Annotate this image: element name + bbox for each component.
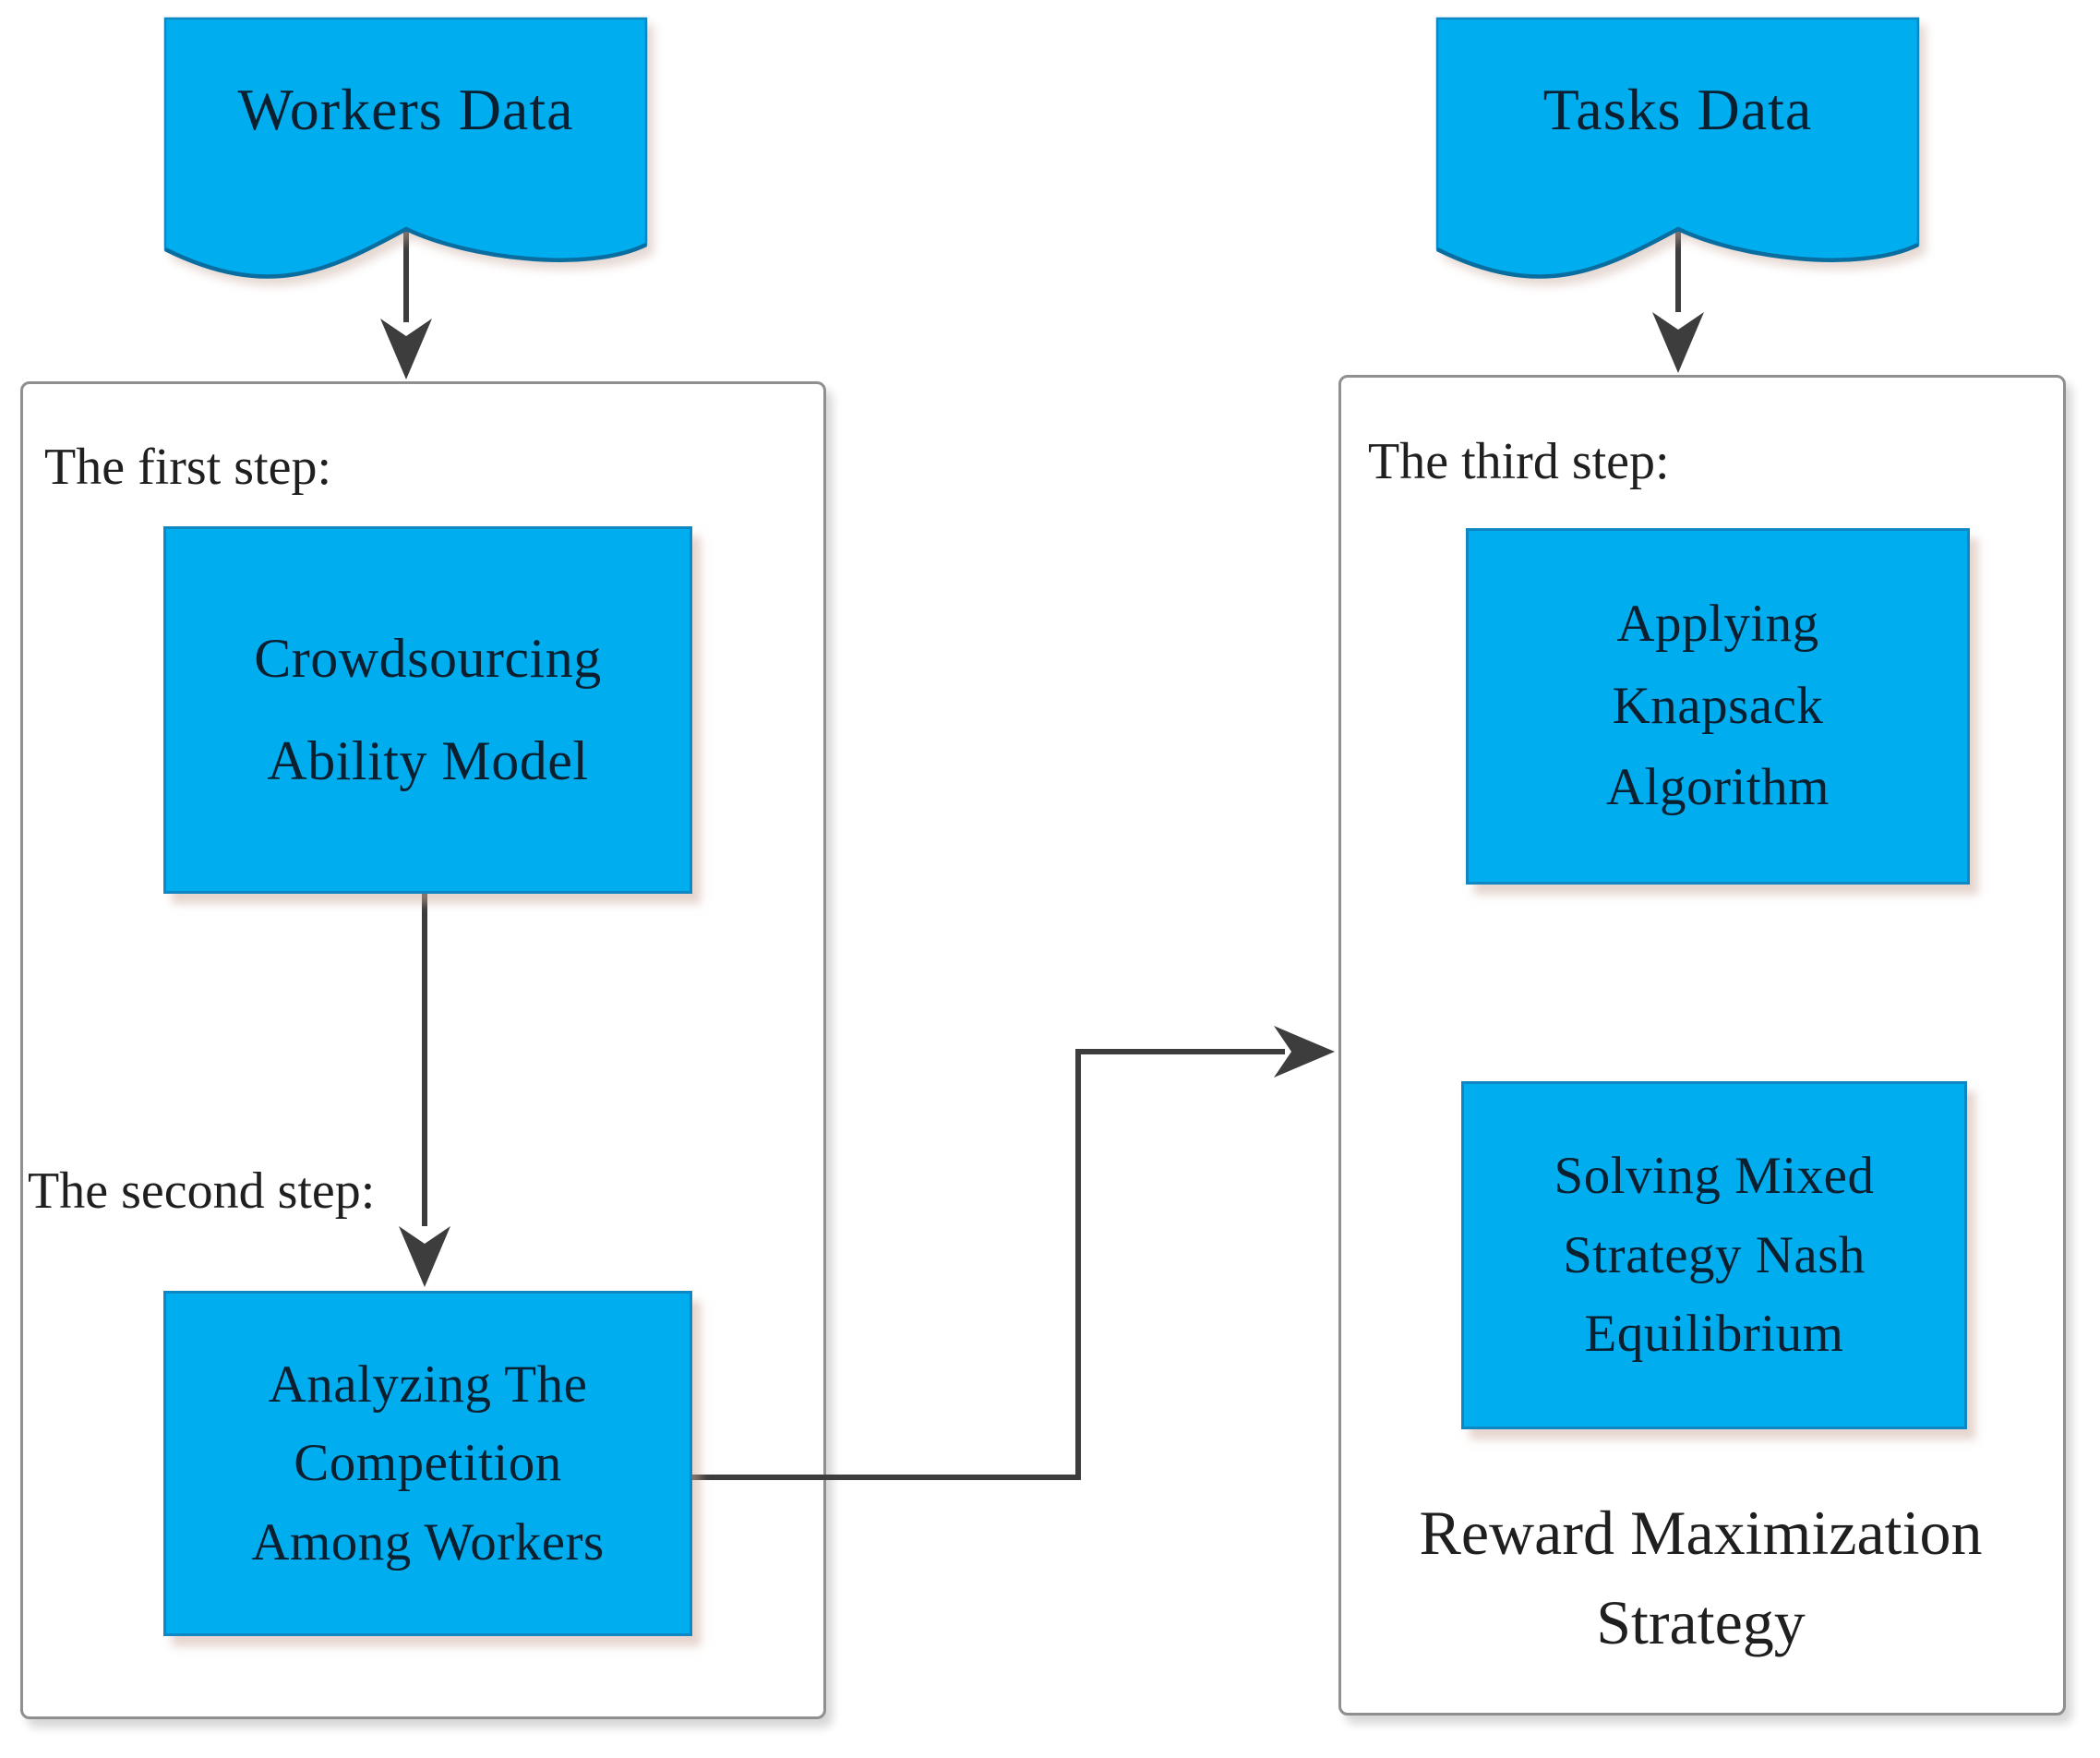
reward-label-line: Strategy xyxy=(1596,1586,1806,1657)
box-text-line: Analyzing The xyxy=(268,1355,588,1414)
workers-data-document-shape xyxy=(163,17,648,279)
box-text-line: Ability Model xyxy=(267,730,589,791)
workers-data-label: Workers Data xyxy=(163,76,648,144)
tasks-data-document-shape xyxy=(1435,17,1920,279)
solving-nash-equilibrium-box: Solving Mixed Strategy Nash Equilibrium xyxy=(1461,1081,1967,1429)
reward-maximization-strategy-label: Reward Maximization Strategy xyxy=(1348,1488,2054,1667)
third-step-label: The third step: xyxy=(1368,433,1670,490)
document-body xyxy=(163,17,648,278)
box-text-line: Among Workers xyxy=(251,1512,605,1571)
tasks-data-text: Tasks Data xyxy=(1542,77,1813,142)
box-text-line: Algorithm xyxy=(1606,758,1830,817)
box-text-line: Knapsack xyxy=(1612,676,1824,735)
box-text-line: Solving Mixed xyxy=(1554,1147,1875,1206)
applying-knapsack-algorithm-box: Applying Knapsack Algorithm xyxy=(1466,528,1970,885)
arrowhead-down-icon xyxy=(380,319,432,379)
box-text-line: Competition xyxy=(294,1434,562,1493)
document-wave-edge xyxy=(1436,226,1919,279)
document-wave-edge xyxy=(164,226,647,279)
box-text-line: Applying xyxy=(1616,595,1819,654)
reward-label-line: Reward Maximization xyxy=(1419,1498,1983,1568)
crowdsourcing-ability-model-box: Crowdsourcing Ability Model xyxy=(163,526,692,894)
first-step-label: The first step: xyxy=(44,439,332,496)
box-text-line: Crowdsourcing xyxy=(254,628,602,689)
box-text-line: Strategy Nash xyxy=(1563,1225,1866,1284)
box-text-line: Equilibrium xyxy=(1584,1305,1844,1364)
analyzing-competition-box: Analyzing The Competition Among Workers xyxy=(163,1291,692,1636)
arrowhead-right-icon xyxy=(1274,1026,1335,1078)
arrowhead-down-icon xyxy=(1652,312,1704,373)
document-body xyxy=(1435,17,1920,278)
second-step-label: The second step: xyxy=(28,1162,376,1220)
workers-data-text: Workers Data xyxy=(237,77,574,142)
tasks-data-label: Tasks Data xyxy=(1435,76,1920,144)
